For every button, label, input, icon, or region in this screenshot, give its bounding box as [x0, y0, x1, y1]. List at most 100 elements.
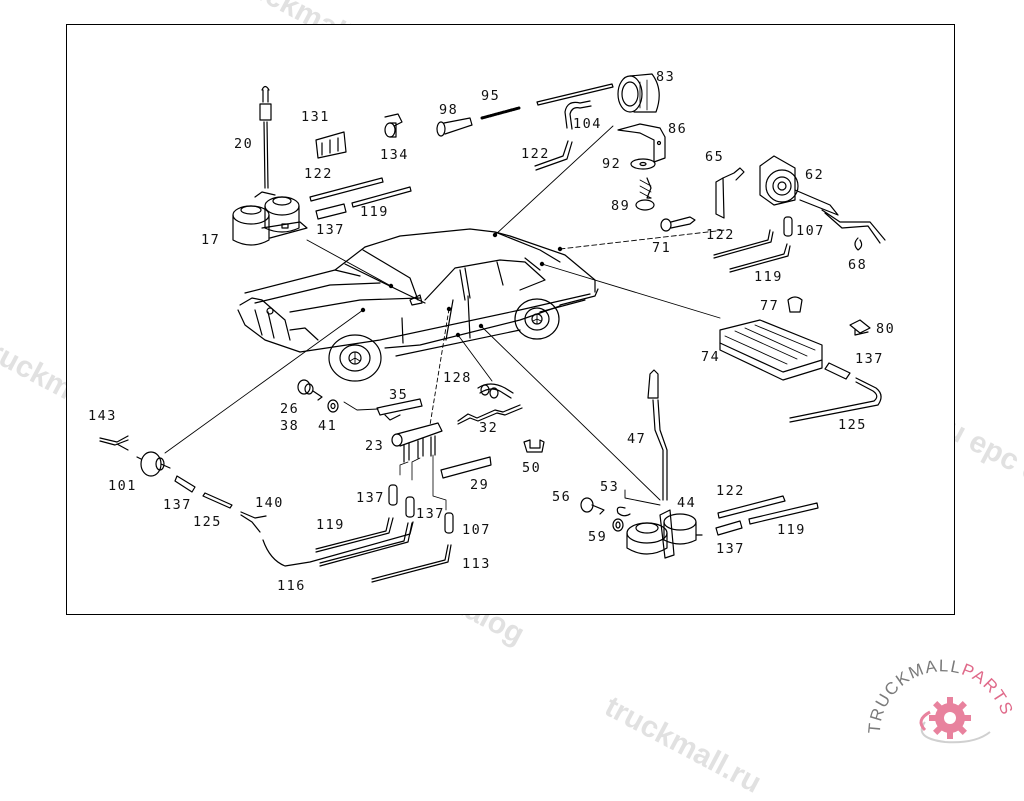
callout-17: 17 [201, 232, 221, 248]
part-104-hose [564, 100, 592, 130]
vehicle-sedan [237, 228, 599, 382]
callout-68: 68 [848, 257, 868, 273]
diagram-frame [66, 24, 955, 615]
part-71-screw [660, 216, 696, 232]
callout-62: 62 [805, 167, 825, 183]
callout-23: 23 [365, 438, 385, 454]
hose-group-bottom-right [715, 495, 819, 536]
callout-56: 56 [552, 489, 572, 505]
callout-32: 32 [479, 420, 499, 436]
part-98-pin [436, 117, 473, 137]
part-59-washer [612, 518, 624, 532]
part-89-screw [635, 177, 655, 211]
part-74-distributor [719, 319, 823, 381]
callout-113: 113 [462, 556, 491, 572]
callout-74: 74 [701, 349, 721, 365]
hose-group-left [174, 475, 414, 567]
part-56-screw [580, 497, 605, 515]
part-53-clip [616, 506, 631, 517]
callout-122-left: 122 [304, 166, 333, 182]
callout-107-right: 107 [796, 223, 825, 239]
callout-104: 104 [573, 116, 602, 132]
callout-65: 65 [705, 149, 725, 165]
callout-59: 59 [588, 529, 608, 545]
callout-47: 47 [627, 431, 647, 447]
part-80-clip [849, 319, 871, 336]
callout-137-top: 137 [316, 222, 345, 238]
callout-101: 101 [108, 478, 137, 494]
callout-122-right: 122 [706, 227, 735, 243]
callout-77: 77 [760, 298, 780, 314]
callout-92: 92 [602, 156, 622, 172]
part-143-y-connector [99, 435, 129, 451]
callout-137-bottom: 137 [716, 541, 745, 557]
callout-20: 20 [234, 136, 254, 152]
hose-group-top-right [713, 216, 793, 273]
leader-lines [164, 125, 726, 506]
part-65-bracket [715, 167, 745, 219]
callout-116: 116 [277, 578, 306, 594]
part-50-clip [523, 439, 545, 453]
callout-119-center: 119 [316, 517, 345, 533]
callout-119-bottom: 119 [777, 522, 806, 538]
part-83-actuator [536, 73, 660, 113]
callout-50: 50 [522, 460, 542, 476]
part-131-clip [315, 131, 347, 159]
callout-35: 35 [389, 387, 409, 403]
callout-137-right: 137 [855, 351, 884, 367]
callout-119-left: 119 [360, 204, 389, 220]
callout-41: 41 [318, 418, 338, 434]
callout-143: 143 [88, 408, 117, 424]
callout-140: 140 [255, 495, 284, 511]
part-62-actuator [759, 155, 886, 244]
callout-137-left: 137 [163, 497, 192, 513]
callout-137-center2: 137 [416, 506, 445, 522]
callout-29: 29 [470, 477, 490, 493]
callout-95: 95 [481, 88, 501, 104]
callout-119-right: 119 [754, 269, 783, 285]
callout-131: 131 [301, 109, 330, 125]
callout-38: 38 [280, 418, 300, 434]
part-44-actuator [626, 509, 703, 559]
part-32-rod [457, 404, 523, 425]
part-95-spring [480, 106, 521, 120]
callout-83: 83 [656, 69, 676, 85]
hose-group-right [789, 362, 882, 423]
hose-group-bottom-center [315, 484, 454, 583]
callout-125-right: 125 [838, 417, 867, 433]
part-29-strip [440, 456, 492, 479]
callout-71: 71 [652, 240, 672, 256]
callout-86: 86 [668, 121, 688, 137]
callout-98: 98 [439, 102, 459, 118]
part-41-washer [327, 399, 339, 413]
callout-128: 128 [443, 370, 472, 386]
part-128-hose [477, 383, 514, 399]
part-68-clip [854, 237, 863, 251]
part-47-rod [647, 369, 668, 501]
part-20-rod [259, 85, 272, 189]
parts-diagram [99, 73, 886, 583]
callout-122-top: 122 [521, 146, 550, 162]
callout-107-center: 107 [462, 522, 491, 538]
hose-group-top-left [309, 177, 412, 220]
part-17-actuator [232, 191, 308, 246]
callout-137-center: 137 [356, 490, 385, 506]
part-122-hose [534, 140, 573, 171]
part-86-bracket [617, 123, 666, 163]
part-77-plug [787, 296, 803, 313]
callout-26: 26 [280, 401, 300, 417]
part-134-clip [384, 113, 403, 138]
part-92-washer [630, 158, 656, 170]
part-26-38-screw [297, 379, 323, 401]
gear-icon [929, 697, 971, 739]
callout-134: 134 [380, 147, 409, 163]
truckmall-parts-logo: TRUCKMALLPARTS [865, 656, 1016, 744]
part-23-manifold [391, 422, 447, 511]
callout-122-bottom: 122 [716, 483, 745, 499]
part-35-bracket [376, 398, 423, 421]
callout-89: 89 [611, 198, 631, 214]
callout-125-left: 125 [193, 514, 222, 530]
callout-80: 80 [876, 321, 896, 337]
part-101-check-valve [136, 451, 171, 477]
callout-44: 44 [677, 495, 697, 511]
